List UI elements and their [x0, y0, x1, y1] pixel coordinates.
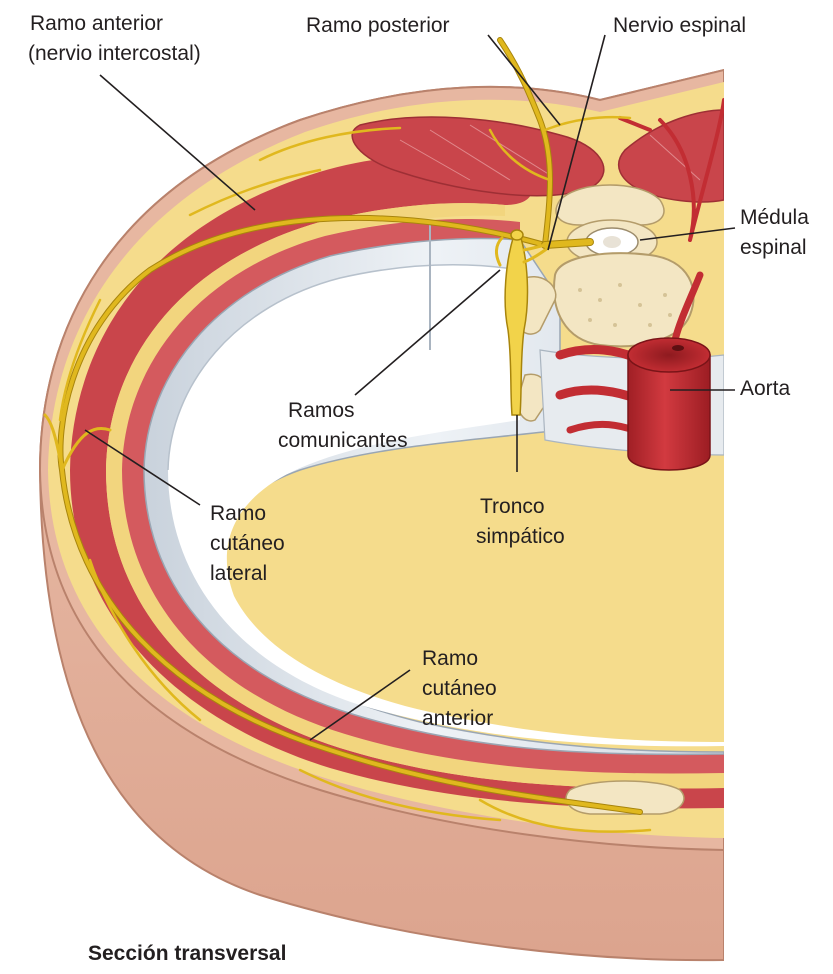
label-ramo-lateral-1: Ramo	[210, 502, 266, 525]
label-simpatico: simpático	[476, 525, 565, 548]
label-ramo-anterior-cut-2: cutáneo	[422, 677, 497, 700]
label-tronco: Tronco	[480, 495, 545, 518]
label-ramo-lateral-2: cutáneo	[210, 532, 285, 555]
label-espinal: espinal	[740, 236, 807, 259]
label-ramo-anterior-cut-3: anterior	[422, 707, 493, 730]
label-nervio-intercostal: (nervio intercostal)	[28, 42, 201, 65]
vertebral-body	[554, 253, 694, 346]
label-comunicantes: comunicantes	[278, 429, 408, 452]
label-ramo-posterior: Ramo posterior	[306, 14, 450, 37]
label-medula: Médula	[740, 206, 809, 229]
label-ramo-anterior: Ramo anterior	[30, 12, 163, 35]
label-ramos: Ramos	[288, 399, 355, 422]
label-ramo-anterior-cut-1: Ramo	[422, 647, 478, 670]
label-aorta: Aorta	[740, 377, 791, 400]
caption: Sección transversal	[88, 942, 286, 965]
label-ramo-lateral-3: lateral	[210, 562, 267, 585]
label-nervio-espinal: Nervio espinal	[613, 14, 746, 37]
spinal-nerve	[545, 242, 590, 245]
